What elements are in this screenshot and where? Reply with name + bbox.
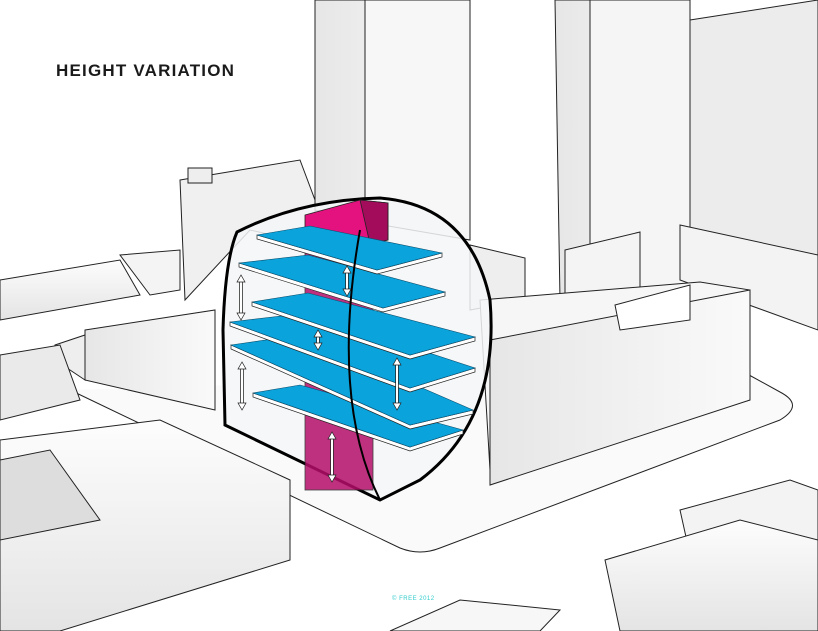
height-arrow-icon [327,431,337,483]
height-arrow-icon [313,329,323,351]
height-arrow-icon [392,357,402,411]
height-arrows [236,265,402,483]
copyright-credit: © FREE 2012 [392,596,435,602]
floor-plate [252,384,465,448]
height-arrow-icon [342,265,352,297]
height-arrow-icon [237,361,247,411]
floor-plate [256,225,443,271]
floor-plate [251,292,477,356]
height-arrow-icon [236,274,246,321]
floor-plates [229,225,477,452]
glass-front-edge [347,229,381,501]
diagram-title: HEIGHT VARIATION [56,61,236,80]
floor-plate [238,254,447,309]
